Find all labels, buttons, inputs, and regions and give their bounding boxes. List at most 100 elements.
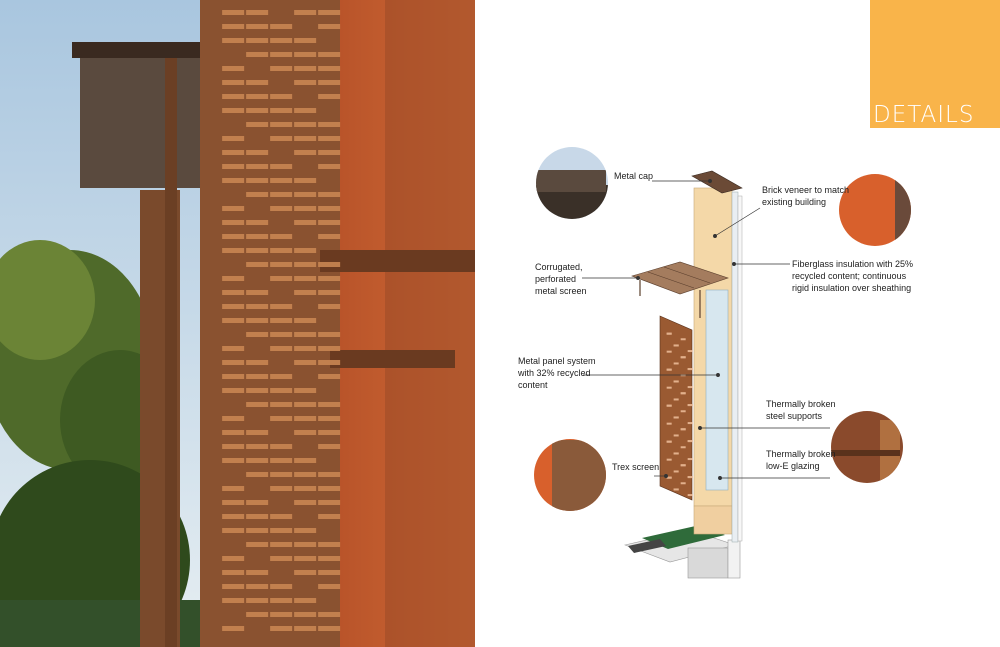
screen-slat [270,262,293,267]
screen-slat [246,150,269,155]
screen-slat [318,220,341,225]
screen-slat [294,38,317,43]
screen-slat [246,374,269,379]
screen-slat [270,318,293,323]
leader-lines [582,179,830,480]
trex-slat [673,488,679,491]
section-title: DETAILS [873,102,975,128]
screen-slat [222,136,245,141]
screen-slat [318,472,341,477]
screen-slat [294,122,317,127]
trex-slat [687,476,693,479]
trex-slat [673,470,679,473]
screen-slat [246,388,269,393]
screen-slat [222,276,245,281]
screen-slat [246,220,269,225]
screen-slat [294,388,317,393]
label-brick-veneer: Brick veneer to match existing building [762,185,850,207]
screen-slat [222,346,245,351]
trex-slat [680,410,686,413]
screen-slat [246,248,269,253]
detail-brick [839,174,911,246]
screen-slat [318,150,341,155]
screen-slat [294,290,317,295]
screen-slat [318,52,341,57]
screen-slat [318,570,341,575]
screen-slat [246,458,269,463]
screen-slat [270,402,293,407]
label-low-e-glazing: Thermally broken low-E glazing [766,449,836,471]
screen-slat [222,584,245,589]
trex-slat [673,398,679,401]
screen-slat [222,220,245,225]
label-trex-screen: Trex screen [612,462,660,472]
screen-slat [270,234,293,239]
screen-slat [246,360,269,365]
trex-slat [666,422,672,425]
screen-slat [318,612,341,617]
screen-slat [246,164,269,169]
screen-slat [318,276,341,281]
screen-slat [318,542,341,547]
screen-slat [270,122,293,127]
screen-slat [246,612,269,617]
screen-slat [318,94,341,99]
screen-slat [246,528,269,533]
foundation-base [623,525,741,579]
screen-slat [294,192,317,197]
screen-slat [246,598,269,603]
screen-slat [246,38,269,43]
label-corrugated-screen: Corrugated, perforated metal screen [535,262,587,296]
screen-slat [270,206,293,211]
trex-slat [666,440,672,443]
screen-slat [222,500,245,505]
building-photo [0,0,475,647]
screen-slat [294,108,317,113]
screen-slat [246,430,269,435]
screen-slat [246,514,269,519]
screen-slat [318,556,341,561]
screen-slat [270,416,293,421]
screen-slat [294,612,317,617]
screen-slat [246,234,269,239]
trex-slat [673,416,679,419]
screen-slat [318,206,341,211]
screen-slat [246,500,269,505]
screen-slat [222,570,245,575]
screen-slat [270,192,293,197]
screen-slat [270,514,293,519]
screen-slat [270,346,293,351]
metal-cap [691,170,743,194]
trex-slat [666,368,672,371]
screen-slat [294,248,317,253]
trex-slat [666,386,672,389]
screen-slat [318,514,341,519]
label-fiberglass-insulation: Fiberglass insulation with 25% recycled … [792,259,914,293]
screen-slat [318,332,341,337]
trex-slat [687,458,693,461]
detail-steel-support [831,411,903,483]
screen-slat [222,206,245,211]
screen-slat [222,248,245,253]
screen-slat [318,290,341,295]
screen-slat [294,220,317,225]
screen-slat [246,304,269,309]
screen-slat [294,500,317,505]
screen-slat [294,598,317,603]
screen-slat [222,514,245,519]
screen-slat [270,444,293,449]
screen-slat [294,542,317,547]
screen-slat [222,94,245,99]
screen-slat [222,360,245,365]
trex-slat [666,404,672,407]
screen-slat [246,192,269,197]
screen-slat [318,360,341,365]
trex-slat [687,494,693,497]
trex-slat [666,350,672,353]
trex-slat [687,422,693,425]
screen-slat [318,584,341,589]
detail-trex [534,439,606,511]
label-metal-cap: Metal cap [614,171,654,181]
trex-slat [680,338,686,341]
trex-slat [673,344,679,347]
